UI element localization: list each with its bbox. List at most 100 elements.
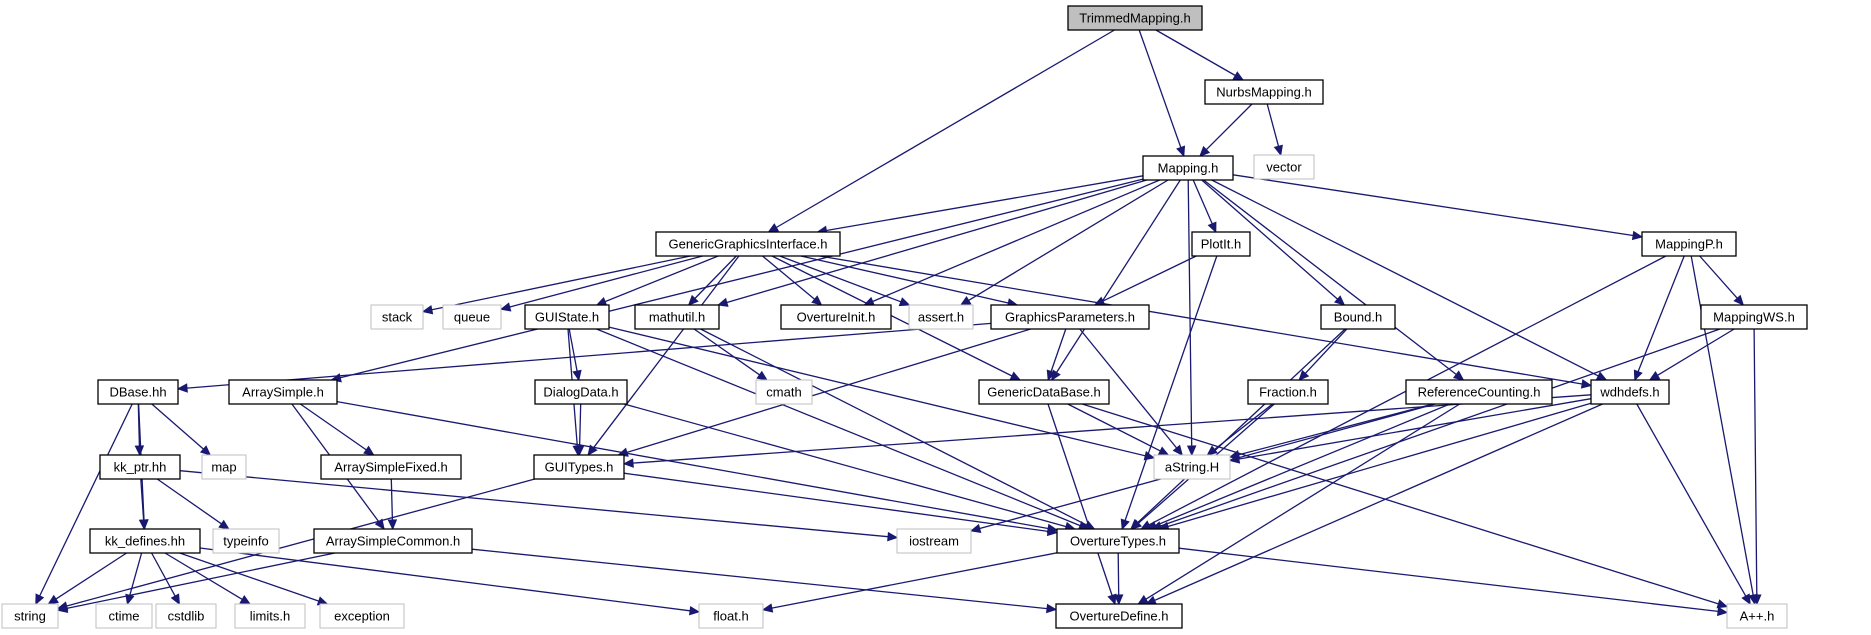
node-label-cmath: cmath: [766, 385, 801, 400]
node-box-arraysimple[interactable]: [228, 379, 338, 405]
arrowhead-kkptr-to-typeinfo: [218, 519, 230, 530]
node-box-float: [698, 603, 764, 629]
node-mappingp[interactable]: MappingP.h: [1641, 231, 1737, 257]
edge-mapping-to-genericdatabase: [1056, 179, 1181, 373]
arrowhead-genericgraphics-to-mathutil: [687, 294, 699, 306]
node-bound[interactable]: Bound.h: [1320, 304, 1396, 330]
node-dialogdata[interactable]: DialogData.h: [534, 379, 628, 405]
edge-graphicsparams-to-guitypes: [626, 328, 1031, 454]
node-fraction[interactable]: Fraction.h: [1247, 379, 1329, 405]
node-genericdatabase[interactable]: GenericDataBase.h: [978, 379, 1110, 405]
node-mappingws[interactable]: MappingWS.h: [1700, 304, 1808, 330]
node-kkptr[interactable]: kk_ptr.hh: [99, 454, 181, 480]
edge-bound-to-overturetypes: [1136, 328, 1346, 524]
node-box-nurbsmapping[interactable]: [1204, 79, 1324, 105]
node-map: map: [201, 454, 247, 480]
node-label-limits: limits.h: [250, 609, 290, 624]
node-kkdefines[interactable]: kk_defines.hh: [89, 528, 201, 554]
node-genericgraphics[interactable]: GenericGraphicsInterface.h: [655, 231, 841, 257]
node-box-genericgraphics[interactable]: [655, 231, 841, 257]
node-box-kkdefines[interactable]: [89, 528, 201, 554]
node-box-kkptr[interactable]: [99, 454, 181, 480]
node-refcounting[interactable]: ReferenceCounting.h: [1405, 379, 1553, 405]
edge-dbase-to-map: [151, 403, 204, 450]
node-label-cstdlib: cstdlib: [168, 609, 205, 624]
node-wdhdefs[interactable]: wdhdefs.h: [1590, 379, 1670, 405]
node-box-guitypes[interactable]: [533, 454, 625, 480]
node-mathutil[interactable]: mathutil.h: [634, 304, 720, 330]
arrowhead-dbase-to-map: [199, 445, 212, 456]
node-box-assert: [908, 304, 974, 330]
edge-mapping-to-astring: [1187, 179, 1193, 447]
node-overturedefine[interactable]: OvertureDefine.h: [1055, 603, 1183, 629]
node-overtureinit[interactable]: OvertureInit.h: [780, 304, 892, 330]
node-box-mapping[interactable]: [1142, 155, 1234, 181]
arrowhead-genericgraphics-to-guistate: [595, 296, 608, 306]
node-box-mathutil[interactable]: [634, 304, 720, 330]
node-box-dialogdata[interactable]: [534, 379, 628, 405]
node-box-plotit[interactable]: [1191, 231, 1251, 257]
node-label-overturetypes: OvertureTypes.h: [1070, 534, 1166, 549]
node-box-bound[interactable]: [1320, 304, 1396, 330]
node-nurbsmapping[interactable]: NurbsMapping.h: [1204, 79, 1324, 105]
node-box-trimmedmapping[interactable]: [1067, 5, 1203, 31]
node-box-overtureinit[interactable]: [780, 304, 892, 330]
arrowhead-genericgraphics-to-overtureinit: [811, 295, 823, 306]
node-mapping[interactable]: Mapping.h: [1142, 155, 1234, 181]
arrowhead-trimmedmapping-to-mapping: [1176, 145, 1186, 158]
node-box-iostream: [896, 528, 972, 554]
node-string: string: [1, 603, 59, 629]
node-box-overturetypes[interactable]: [1056, 528, 1180, 554]
node-box-graphicsparams[interactable]: [990, 304, 1150, 330]
edge-fraction-to-astring: [1214, 403, 1274, 451]
arrowhead-refcounting-to-overturedefine: [1137, 594, 1149, 605]
node-box-guistate[interactable]: [524, 304, 610, 330]
edge-mapping-to-wdhdefs: [1211, 179, 1599, 377]
arrowhead-mapping-to-plotit: [1207, 221, 1217, 234]
node-guitypes[interactable]: GUITypes.h: [533, 454, 625, 480]
node-label-dialogdata: DialogData.h: [543, 385, 618, 400]
node-box-genericdatabase[interactable]: [978, 379, 1110, 405]
arrowhead-mapping-to-mappingp: [1631, 230, 1644, 241]
node-box-wdhdefs[interactable]: [1590, 379, 1670, 405]
node-box-refcounting[interactable]: [1405, 379, 1553, 405]
arrowhead-guistate-to-dialogdata: [572, 369, 582, 382]
node-box-mappingws[interactable]: [1700, 304, 1808, 330]
arrowhead-overturetypes-to-float: [761, 603, 774, 613]
arrowhead-genericgraphics-to-queue: [499, 302, 512, 312]
node-graphicsparams[interactable]: GraphicsParameters.h: [990, 304, 1150, 330]
node-box-overturedefine[interactable]: [1055, 603, 1183, 629]
edge-genericgraphics-to-graphicsparams: [800, 255, 1009, 304]
node-arraysimplecommon[interactable]: ArraySimpleCommon.h: [313, 528, 473, 554]
edge-genericgraphics-to-wdhdefs: [819, 255, 1583, 385]
node-label-queue: queue: [454, 310, 490, 325]
edge-arraysimple-to-overturetypes: [336, 400, 1049, 530]
arrowhead-guitypes-to-overturetypes: [1046, 526, 1059, 537]
edge-mappingws-to-overturetypes: [1160, 328, 1721, 527]
node-trimmedmapping[interactable]: TrimmedMapping.h: [1067, 5, 1203, 31]
node-box-dbase[interactable]: [97, 379, 179, 405]
edge-trimmedmapping-to-mapping: [1138, 29, 1182, 148]
arrowhead-genericdatabase-to-app: [1716, 599, 1729, 609]
edge-mathutil-to-overturetypes: [700, 328, 1087, 526]
node-box-arraysimplecommon[interactable]: [313, 528, 473, 554]
node-guistate[interactable]: GUIState.h: [524, 304, 610, 330]
edge-genericgraphics-to-assert: [779, 255, 902, 303]
node-label-app: A++.h: [1740, 609, 1775, 624]
node-box-mappingp[interactable]: [1641, 231, 1737, 257]
node-box-arraysimplefixed[interactable]: [320, 454, 462, 480]
arrowhead-wdhdefs-to-app: [1741, 593, 1751, 606]
edge-mappingws-to-wdhdefs: [1657, 328, 1735, 376]
edge-kkdefines-to-limits: [164, 552, 243, 600]
edge-mapping-to-refcounting: [1203, 179, 1457, 376]
arrowhead-mappingws-to-app: [1752, 594, 1762, 606]
node-label-mathutil: mathutil.h: [649, 310, 705, 325]
node-overturetypes[interactable]: OvertureTypes.h: [1056, 528, 1180, 554]
node-plotit[interactable]: PlotIt.h: [1191, 231, 1251, 257]
node-box-fraction[interactable]: [1247, 379, 1329, 405]
node-arraysimplefixed[interactable]: ArraySimpleFixed.h: [320, 454, 462, 480]
node-arraysimple[interactable]: ArraySimple.h: [228, 379, 338, 405]
arrowhead-genericgraphics-to-assert: [898, 297, 911, 307]
node-dbase[interactable]: DBase.hh: [97, 379, 179, 405]
